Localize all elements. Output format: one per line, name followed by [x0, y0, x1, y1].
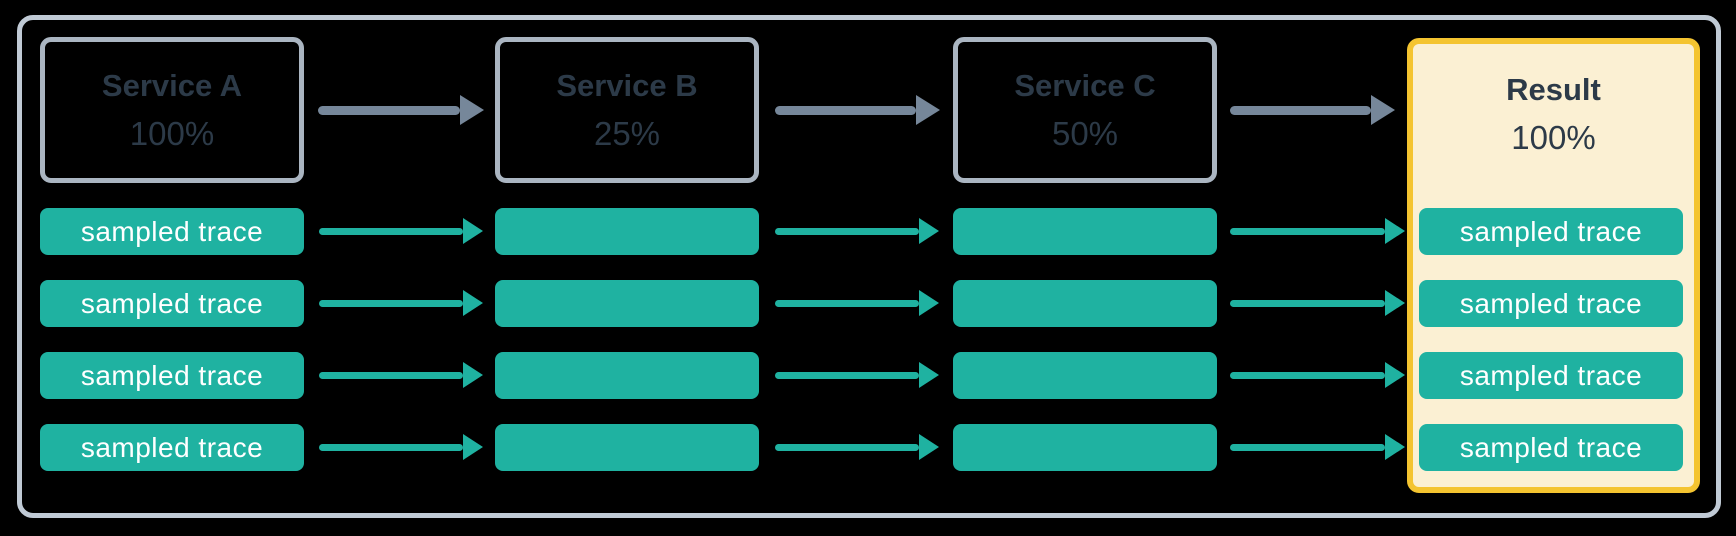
sampled-trace-bar — [495, 352, 759, 399]
arrow-shaft — [775, 299, 919, 307]
sampled-trace-label: sampled trace — [1459, 287, 1643, 319]
trace-arrow-icon — [319, 362, 483, 388]
arrow-shaft — [318, 105, 460, 115]
trace-arrow-icon — [775, 290, 939, 316]
arrow-head-icon — [463, 290, 483, 316]
flow-arrow-icon — [1230, 95, 1395, 125]
arrow-head-icon — [463, 434, 483, 460]
arrow-shaft — [1230, 227, 1385, 235]
arrow-head-icon — [1385, 362, 1405, 388]
service-a-box: Service A 100% — [40, 37, 304, 183]
arrow-head-icon — [919, 362, 939, 388]
trace-arrow-icon — [319, 290, 483, 316]
result-rate: 100% — [1511, 119, 1596, 156]
sampled-trace-bar — [953, 352, 1217, 399]
trace-arrow-icon — [1230, 218, 1405, 244]
service-b-rate: 25% — [593, 115, 661, 152]
arrow-shaft — [775, 105, 916, 115]
flow-arrow-icon — [318, 95, 484, 125]
service-c-name: Service C — [1014, 68, 1156, 103]
arrow-shaft — [1230, 299, 1385, 307]
trace-arrow-icon — [319, 434, 483, 460]
arrow-shaft — [319, 443, 463, 451]
service-c-rate: 50% — [1051, 115, 1119, 152]
arrow-head-icon — [919, 290, 939, 316]
trace-arrow-icon — [775, 362, 939, 388]
arrow-head-icon — [1385, 434, 1405, 460]
sampled-trace-bar — [953, 280, 1217, 327]
arrow-head-icon — [463, 218, 483, 244]
arrow-shaft — [319, 299, 463, 307]
arrow-head-icon — [916, 95, 940, 125]
diagram-frame — [17, 15, 1721, 518]
arrow-shaft — [775, 227, 919, 235]
sampled-trace-bar: sampled trace — [1419, 280, 1683, 327]
sampled-trace-bar: sampled trace — [1419, 208, 1683, 255]
sampled-trace-label: sampled trace — [80, 359, 264, 391]
arrow-shaft — [1230, 105, 1371, 115]
arrow-shaft — [1230, 443, 1385, 451]
arrow-shaft — [319, 371, 463, 379]
sampled-trace-label: sampled trace — [1459, 431, 1643, 463]
sampled-trace-bar — [495, 424, 759, 471]
arrow-head-icon — [1385, 218, 1405, 244]
sampled-trace-bar: sampled trace — [1419, 352, 1683, 399]
sampled-trace-bar — [495, 280, 759, 327]
flow-arrow-icon — [775, 95, 940, 125]
sampled-trace-label: sampled trace — [80, 431, 264, 463]
arrow-shaft — [319, 227, 463, 235]
sampled-trace-label: sampled trace — [80, 287, 264, 319]
service-b-box: Service B 25% — [495, 37, 759, 183]
sampled-trace-bar: sampled trace — [40, 208, 304, 255]
arrow-head-icon — [460, 95, 484, 125]
sampled-trace-bar — [953, 424, 1217, 471]
service-a-rate: 100% — [129, 115, 215, 152]
arrow-head-icon — [1371, 95, 1395, 125]
trace-arrow-icon — [1230, 434, 1405, 460]
sampled-trace-bar: sampled trace — [40, 424, 304, 471]
trace-arrow-icon — [1230, 362, 1405, 388]
arrow-head-icon — [919, 218, 939, 244]
arrow-shaft — [775, 371, 919, 379]
sampled-trace-bar: sampled trace — [1419, 424, 1683, 471]
result-title: Result 100% — [1413, 44, 1694, 184]
sampled-trace-label: sampled trace — [1459, 215, 1643, 247]
arrow-head-icon — [1385, 290, 1405, 316]
result-name: Result — [1506, 72, 1601, 107]
sampled-trace-bar: sampled trace — [40, 280, 304, 327]
trace-arrow-icon — [1230, 290, 1405, 316]
result-box: Result 100% — [1407, 38, 1700, 493]
service-b-name: Service B — [556, 68, 698, 103]
arrow-head-icon — [463, 362, 483, 388]
sampled-trace-bar: sampled trace — [40, 352, 304, 399]
service-c-box: Service C 50% — [953, 37, 1217, 183]
trace-arrow-icon — [775, 218, 939, 244]
arrow-shaft — [1230, 371, 1385, 379]
sampled-trace-bar — [495, 208, 759, 255]
sampled-trace-label: sampled trace — [80, 215, 264, 247]
arrow-shaft — [775, 443, 919, 451]
sampled-trace-label: sampled trace — [1459, 359, 1643, 391]
sampled-trace-bar — [953, 208, 1217, 255]
arrow-head-icon — [919, 434, 939, 460]
service-a-name: Service A — [101, 68, 243, 103]
trace-arrow-icon — [775, 434, 939, 460]
trace-arrow-icon — [319, 218, 483, 244]
